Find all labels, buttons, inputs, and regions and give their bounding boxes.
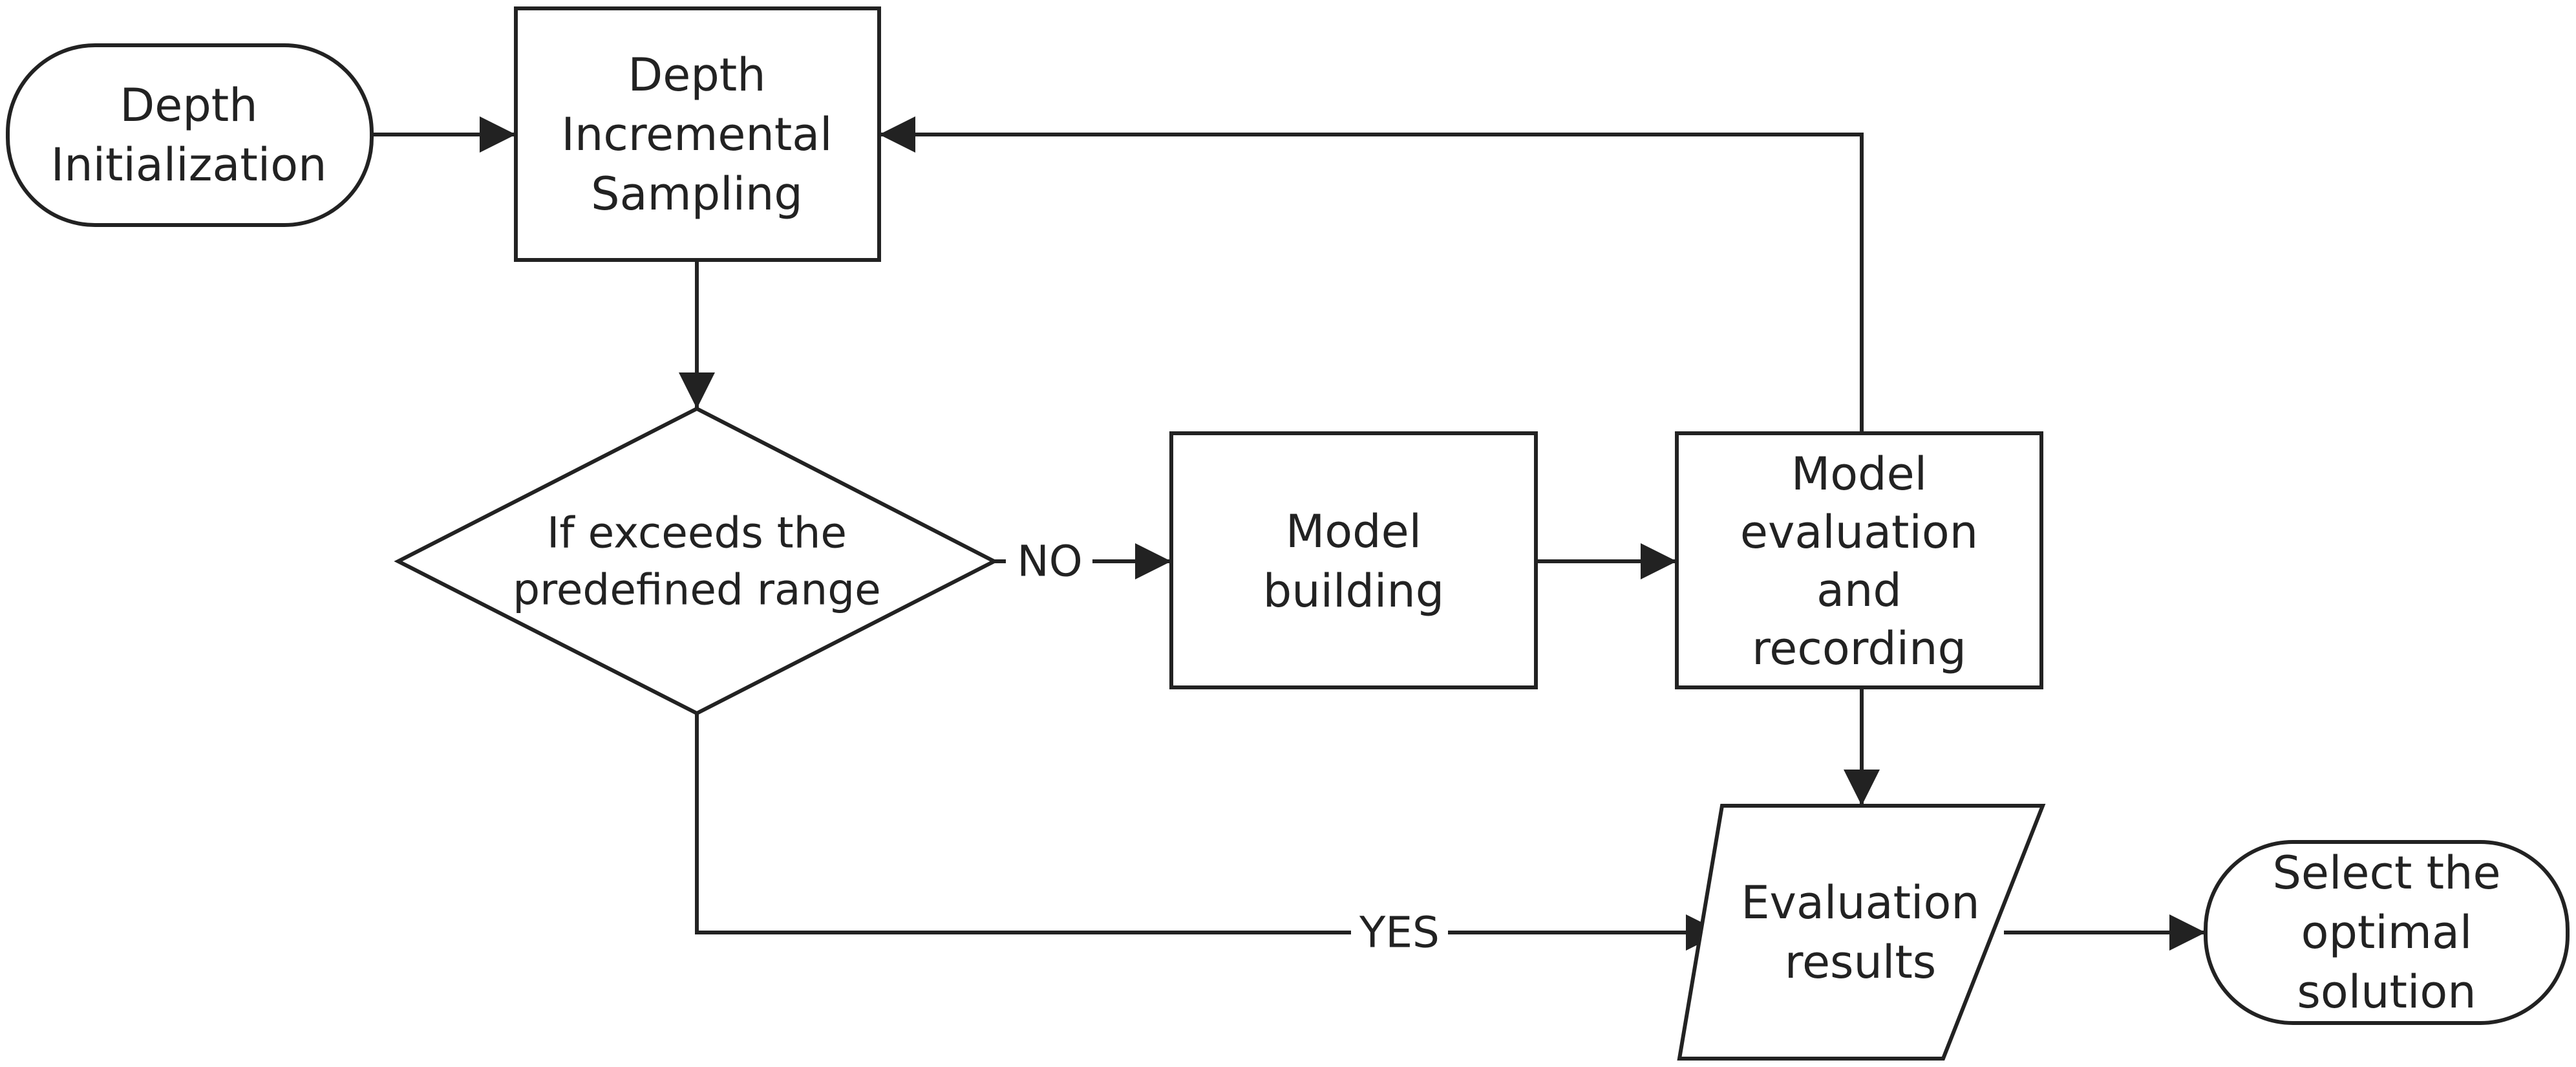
node-select-optimal-solution-label-line-3: solution <box>2297 965 2476 1018</box>
node-select-optimal-solution: Select the optimal solution <box>2204 840 2570 1025</box>
edge-label-no: NO <box>1006 534 1092 588</box>
node-model-evaluation-recording-label-line-3: and <box>1816 564 1902 617</box>
node-evaluation-results-label: Evaluation results <box>1741 876 1979 989</box>
node-model-building-label: Model building <box>1263 505 1444 618</box>
node-select-optimal-solution-label: Select the optimal solution <box>2272 846 2500 1018</box>
edge-decision-to-results <box>695 713 1722 951</box>
edge-label-yes: YES <box>1351 905 1448 960</box>
node-depth-incremental-sampling-label-line-2: Incremental <box>561 108 832 161</box>
node-depth-initialization-label-line-1: Depth <box>120 79 257 132</box>
node-depth-incremental-sampling-label-line-1: Depth <box>628 48 765 102</box>
node-evaluation-results-label-line-1: Evaluation <box>1741 876 1979 929</box>
node-decision-range-label-line-2: predefined range <box>513 565 880 615</box>
edge-eval-loop-to-sampling <box>879 116 1864 433</box>
node-model-building: Model building <box>1169 431 1538 689</box>
node-select-optimal-solution-label-line-1: Select the <box>2272 846 2500 900</box>
node-select-optimal-solution-label-line-2: optimal <box>2301 906 2473 959</box>
edge-label-yes-text: YES <box>1359 908 1440 958</box>
node-depth-incremental-sampling-label-line-3: Sampling <box>591 167 803 221</box>
node-model-building-label-line-1: Model <box>1286 505 1421 558</box>
node-model-building-label-line-2: building <box>1263 565 1444 618</box>
node-model-evaluation-recording-label-line-1: Model <box>1791 447 1927 501</box>
node-decision-range-label-line-1: If exceeds the <box>547 508 847 558</box>
node-evaluation-results-label-line-2: results <box>1785 936 1937 989</box>
node-decision-range-label: If exceeds the predefined range <box>513 508 880 615</box>
node-depth-initialization-label-line-2: Initialization <box>51 138 327 191</box>
node-model-evaluation-recording-label-line-2: evaluation <box>1740 506 1978 559</box>
node-evaluation-results: Evaluation results <box>1677 804 2046 1061</box>
node-model-evaluation-recording-label-line-4: recording <box>1752 622 1966 675</box>
edge-label-no-text: NO <box>1017 537 1082 587</box>
node-decision-range: If exceeds the predefined range <box>394 406 999 716</box>
